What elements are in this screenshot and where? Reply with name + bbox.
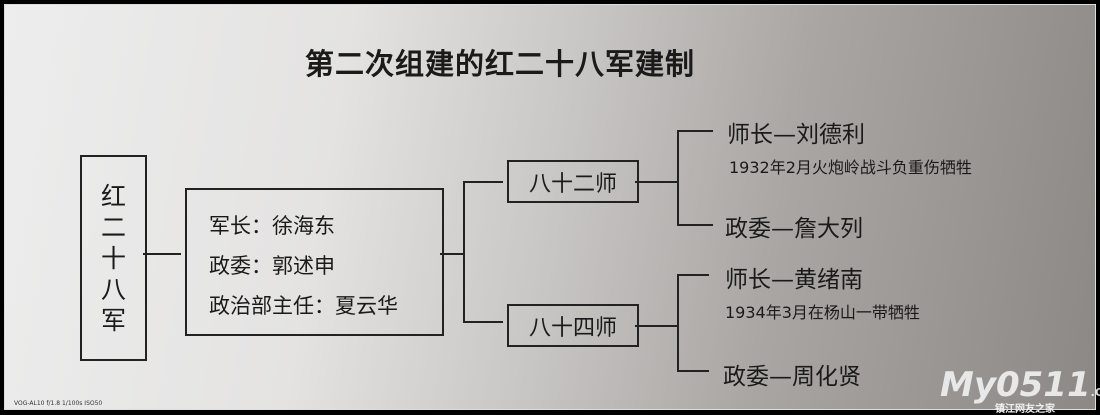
watermark-tagline: 镇江网友之家 <box>995 404 1055 415</box>
watermark-logo: My0511.COM <box>940 365 1100 405</box>
exhibit-panel: 第二次组建的红二十八军建制 红 二 十 八 军 军长：徐海东 政委：郭述申 政治… <box>4 4 1100 415</box>
connector <box>677 130 713 132</box>
connector <box>677 370 709 372</box>
connector <box>463 181 503 183</box>
connector <box>143 253 181 255</box>
connector <box>440 253 464 255</box>
connector <box>677 274 679 372</box>
army-char: 八 <box>100 274 126 304</box>
div82-commander: 师长—刘德利 <box>727 122 865 148</box>
army-char: 二 <box>100 212 126 242</box>
division-84-box: 八十四师 <box>507 304 639 347</box>
connector <box>677 130 679 226</box>
army-leaders-box: 军长：徐海东 政委：郭述申 政治部主任：夏云华 <box>185 188 444 336</box>
div82-commander-note: 1932年2月火炮岭战斗负重伤牺牲 <box>729 158 972 177</box>
army-char: 十 <box>100 243 126 273</box>
division-name: 八十二师 <box>528 171 617 197</box>
connector <box>463 181 465 323</box>
army-commissar: 政委：郭述申 <box>209 254 335 278</box>
exif-caption: VOG-AL10 f/1.8 1/100s ISO50 <box>14 400 103 407</box>
connector <box>635 181 678 183</box>
division-name: 八十四师 <box>528 315 617 341</box>
connector <box>677 224 713 226</box>
div84-commissar: 政委—周化贤 <box>723 364 861 390</box>
connector <box>463 321 503 323</box>
chart-title: 第二次组建的红二十八军建制 <box>305 47 696 81</box>
army-commander: 军长：徐海东 <box>209 214 335 238</box>
connector <box>635 325 678 327</box>
army-char: 红 <box>100 181 126 211</box>
army-char: 军 <box>100 305 126 335</box>
political-director: 政治部主任：夏云华 <box>209 294 398 318</box>
connector <box>677 274 709 276</box>
div84-commander-note: 1934年3月在杨山一带牺牲 <box>725 303 920 322</box>
div82-commissar: 政委—詹大列 <box>725 216 863 242</box>
army-box: 红 二 十 八 军 <box>80 155 147 361</box>
division-82-box: 八十二师 <box>507 160 639 203</box>
div84-commander: 师长—黄绪南 <box>725 267 863 293</box>
